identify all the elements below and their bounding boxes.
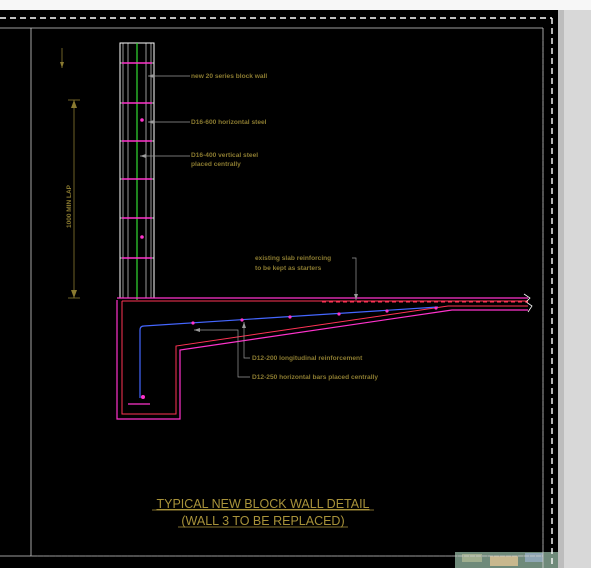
map-thumbnail [455, 552, 558, 568]
existing-slab-label-line1: existing slab reinforcing [255, 255, 331, 262]
existing-slab-label-line2: to be kept as starters [255, 265, 322, 272]
block-wall-label: new 20 series block wall [191, 73, 267, 80]
lap-dimension [60, 48, 80, 299]
top-strip [0, 0, 591, 10]
longitudinal-label: D12-200 longitudinal reinforcement [252, 355, 363, 362]
footing-bar-dot [141, 395, 145, 399]
model-space [0, 10, 558, 568]
lap-label: 1000 MIN LAP [66, 184, 73, 228]
horizontal-bars-label: D12-250 horizontal bars placed centrally [252, 374, 378, 381]
leader-lines [140, 74, 358, 378]
footing-inner-outline [121, 301, 528, 415]
side-panel-edge [558, 10, 564, 568]
detail-title: TYPICAL NEW BLOCK WALL DETAIL [156, 497, 369, 511]
footing-outline [116, 300, 528, 420]
detail-subtitle: (WALL 3 TO BE REPLACED) [181, 514, 344, 528]
longitudinal-bar-dots [191, 306, 438, 325]
l-bar-vertical [139, 325, 145, 398]
horizontal-steel-label: D16-600 horizontal steel [191, 119, 267, 126]
vertical-steel-label-line1: D16-400 vertical steel [191, 152, 258, 159]
horizontal-steel-bars [122, 62, 152, 259]
vertical-steel-label-line2: placed centrally [191, 161, 241, 168]
